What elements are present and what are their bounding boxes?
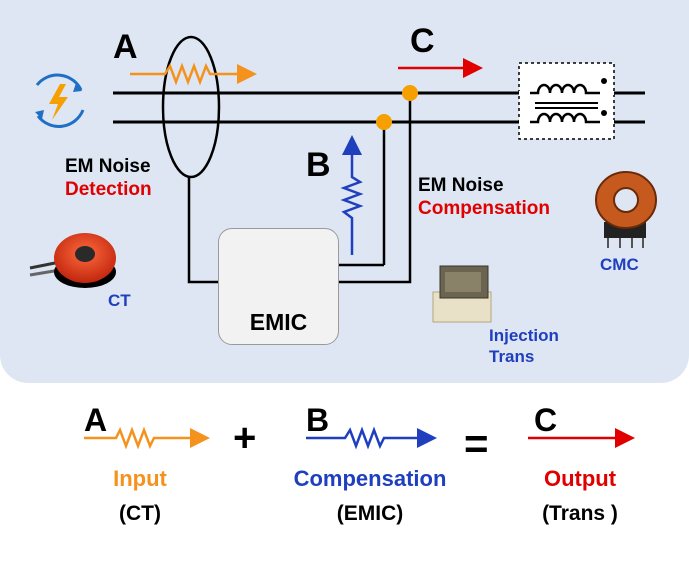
eq-c-sub: (Trans ) xyxy=(542,502,618,525)
emic-label: EMIC xyxy=(249,309,308,335)
signal-a-wave xyxy=(130,62,257,86)
noise-source-icon xyxy=(35,73,85,128)
eq-a-word: Input xyxy=(113,466,167,491)
emic-box: EMIC xyxy=(218,228,339,345)
eq-a-letter: A xyxy=(84,402,108,438)
signal-b-wave xyxy=(340,135,364,255)
junction-top xyxy=(402,85,418,101)
signal-b-label: B xyxy=(306,146,331,184)
compensation-label: EM Noise Compensation xyxy=(418,175,550,219)
injection-trans-label: Injection Trans xyxy=(489,326,559,366)
ct-loop xyxy=(161,35,221,179)
eq-b-word: Compensation xyxy=(293,466,447,491)
ct-to-emic-wire xyxy=(187,176,220,284)
eq-compensation-wave xyxy=(306,426,437,450)
eq-b-letter: B xyxy=(306,402,330,438)
eq-plus: + xyxy=(233,416,257,460)
emic-to-top-line-wire xyxy=(339,93,412,284)
eq-a-sub: (CT) xyxy=(119,502,161,525)
cmc-schematic xyxy=(518,62,615,140)
ct-core-icon xyxy=(29,233,116,288)
cmc-label: CMC xyxy=(600,255,639,274)
eq-c-letter: C xyxy=(534,402,558,438)
transformer-icon xyxy=(432,265,492,323)
eq-equals: = xyxy=(464,420,489,467)
eq-c-word: Output xyxy=(543,466,617,491)
junction-bottom xyxy=(376,114,392,130)
cmc-core-icon xyxy=(595,171,657,248)
eq-input-wave xyxy=(84,426,210,450)
ct-label: CT xyxy=(108,291,131,310)
detection-label: EM Noise Detection xyxy=(65,156,152,200)
eq-b-sub: (EMIC) xyxy=(336,502,404,525)
signal-a-label: A xyxy=(113,28,138,66)
signal-c-label: C xyxy=(410,22,435,60)
